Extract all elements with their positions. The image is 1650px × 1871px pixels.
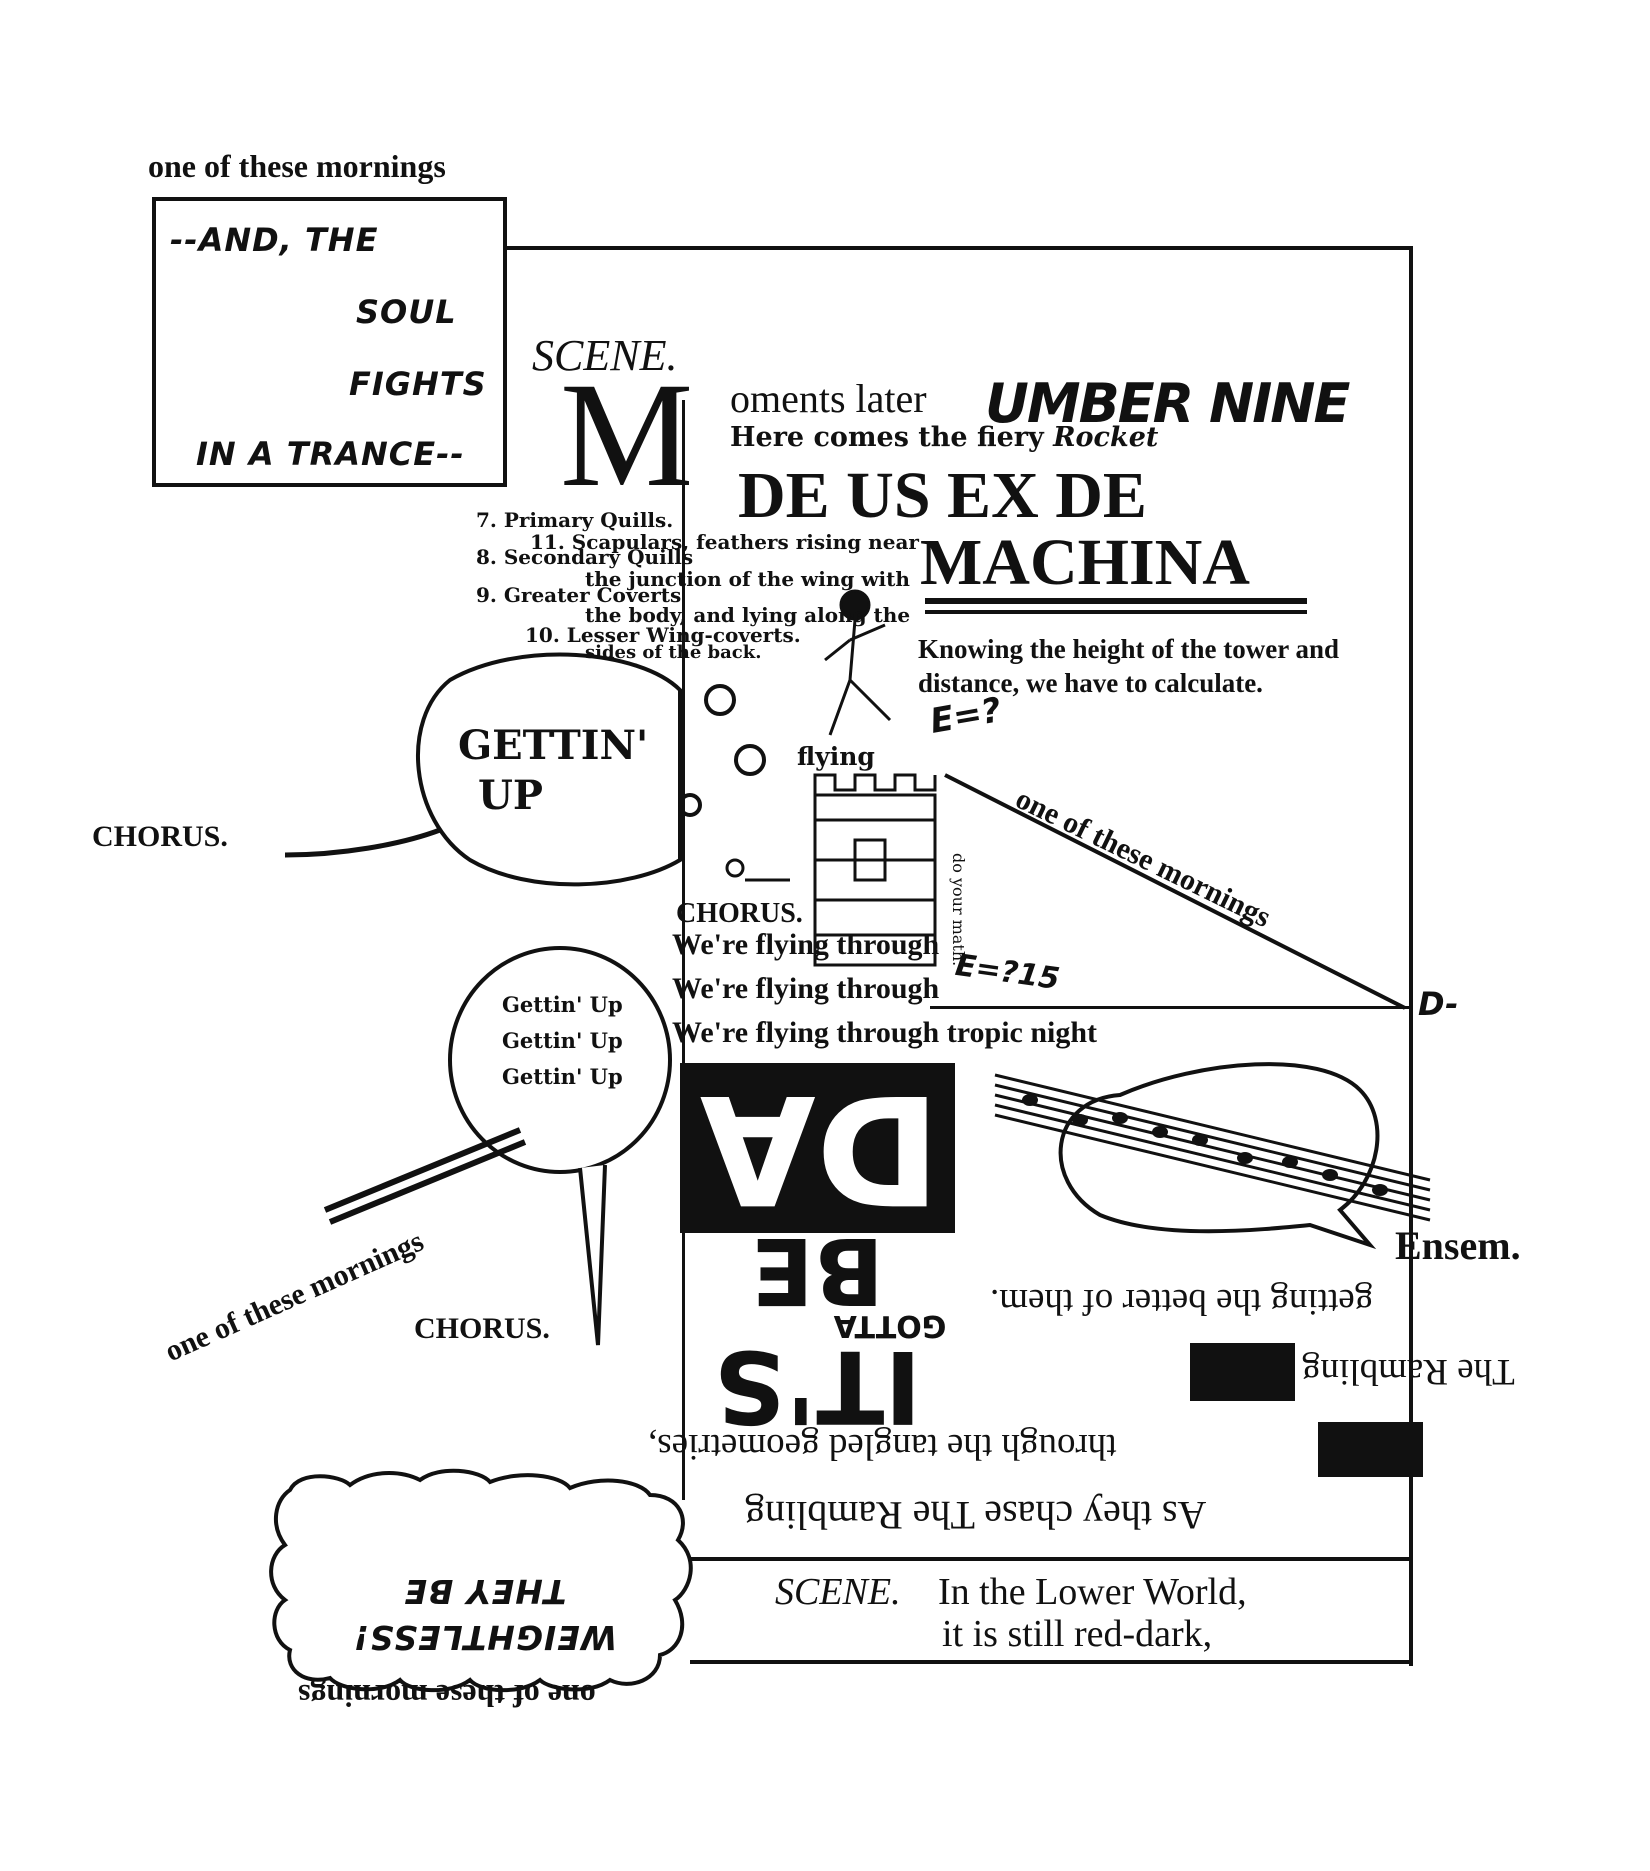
- black-block-da: [680, 1063, 955, 1233]
- speech-bubble-1: [415, 652, 682, 887]
- rocket-line: Here comes the fiery Rocket: [730, 422, 1158, 453]
- flying-through-1: We're flying through: [672, 928, 940, 961]
- bubble-1-line-2: UP: [478, 772, 543, 819]
- wing-item-7: 7. Primary Quills.: [476, 508, 674, 532]
- running-figure-icon: [824, 589, 892, 736]
- music-bubble: [1058, 1062, 1380, 1250]
- weightless-line-2: WEIGHTLESS!: [352, 1618, 618, 1657]
- tower-text-line-1: Knowing the height of the tower and: [918, 634, 1340, 664]
- rocket-word: Rocket: [1053, 422, 1159, 453]
- wing-item-11c: the body, and lying along the: [585, 603, 911, 627]
- block-letters-its: IT'S: [713, 1328, 922, 1445]
- block-letters-da: DA: [699, 1061, 941, 1235]
- weightless-line-1: THEY BE: [403, 1572, 567, 1611]
- deus-line-2: MACHINA: [920, 526, 1250, 599]
- frame-top-line: [505, 246, 1413, 250]
- flying-o-2: [734, 744, 766, 776]
- wing-item-11d: sides of the back.: [585, 642, 762, 663]
- lower-scene-line-1: In the Lower World,: [938, 1571, 1247, 1613]
- caption-line-1: --AND, THE: [170, 221, 379, 259]
- moments-later: oments later: [730, 376, 927, 421]
- caption-line-3: FIGHTS: [349, 365, 487, 403]
- speech-bubble-1-tail: [284, 827, 441, 858]
- music-notes: [1022, 1094, 1388, 1196]
- refrain-bottom: one of these mornings: [298, 1678, 596, 1714]
- upside-geometries: through the tangled geometries,: [648, 1426, 1117, 1467]
- chorus-label-3: CHORUS.: [414, 1312, 550, 1345]
- flying-o-4: [725, 858, 745, 878]
- refrain-top: one of these mornings: [148, 148, 446, 184]
- caption-box: --AND, THE SOUL FIGHTS IN A TRANCE--: [152, 197, 507, 487]
- lower-scene-heading: SCENE.: [775, 1571, 901, 1613]
- wing-item-11b: the junction of the wing with: [585, 567, 910, 591]
- bubble-2-line-1: Gettin' Up: [502, 992, 623, 1017]
- ensem-label: Ensem.: [1395, 1223, 1521, 1268]
- upside-better: getting the better of them.: [990, 1281, 1374, 1322]
- flying-o-1: [704, 684, 736, 716]
- chorus-label-2: CHORUS.: [676, 898, 803, 929]
- caption-line-4: IN A TRANCE--: [196, 435, 465, 473]
- deus-line-1: DE US EX DE: [738, 459, 1147, 532]
- cloud-bubble: [269, 1468, 693, 1693]
- weightless-block: WEIGHTLESS! THEY BE: [320, 1560, 650, 1660]
- block-letters-be: BE: [751, 1217, 884, 1324]
- rocket-line-text: Here comes the fiery: [730, 422, 1044, 453]
- flying-through-2: We're flying through: [672, 972, 940, 1005]
- speech-bubble-2: [448, 946, 672, 1174]
- flying-o-3: [678, 793, 702, 817]
- music-staff: [994, 1073, 1431, 1222]
- wing-item-11: 11. Scapulars, feathers rising near: [530, 530, 919, 554]
- speech-bubble-2-pointer: [323, 1127, 527, 1225]
- wing-item-9: 9. Greater Coverts: [476, 583, 682, 607]
- flying-through-3: We're flying through tropic night: [672, 1016, 1098, 1049]
- wing-item-8: 8. Secondary Quills: [476, 545, 694, 569]
- frame-bottom-line: [690, 1660, 1413, 1664]
- smudge-block-1: [1190, 1343, 1295, 1401]
- upside-chase: As they chase The Rambling: [745, 1493, 1207, 1538]
- bubble-2-line-2: Gettin' Up: [502, 1028, 623, 1053]
- frame-left-line: [682, 400, 685, 1500]
- lower-scene-line-2: it is still red-dark,: [942, 1613, 1213, 1655]
- scene-heading: SCENE.: [532, 331, 678, 380]
- upside-rambling: The Rambling: [1302, 1351, 1515, 1392]
- frame-right-line: [1409, 246, 1413, 1666]
- caption-line-2: SOUL: [356, 293, 457, 331]
- drop-cap: M: [560, 352, 694, 518]
- speech-bubble-2-tail: [578, 1164, 607, 1346]
- tower-icon: [813, 773, 937, 967]
- chorus-label-1: CHORUS.: [92, 820, 228, 853]
- number-nine: UMBER NINE: [985, 372, 1350, 435]
- label-d: D-: [1418, 985, 1459, 1023]
- frame-mid-line: [690, 1557, 1413, 1561]
- smudge-block-2: [1318, 1422, 1423, 1477]
- tower-text-line-2: distance, we have to calculate.: [918, 668, 1263, 698]
- bubble-1-line-1: GETTIN': [458, 722, 649, 769]
- frame-horizontal-line: [930, 1006, 1410, 1009]
- tower-diagonal: [944, 773, 1406, 1010]
- wing-item-10: 10. Lesser Wing-coverts.: [525, 623, 801, 647]
- flying-label: flying: [797, 742, 875, 771]
- bubble-2-line-3: Gettin' Up: [502, 1064, 623, 1089]
